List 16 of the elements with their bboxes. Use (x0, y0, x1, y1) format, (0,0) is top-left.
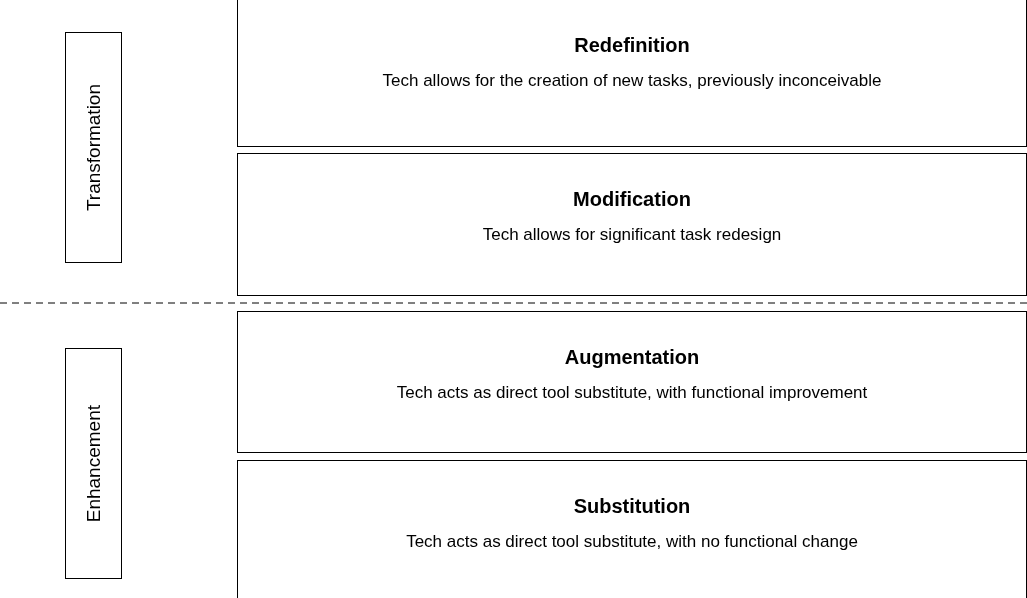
level-title: Modification (573, 188, 691, 211)
level-description: Tech allows for significant task redesign (482, 225, 782, 245)
level-box (237, 153, 1027, 296)
level-box (237, 311, 1027, 453)
category-box (65, 348, 122, 579)
level-description: Tech allows for the creation of new tasks, previously inconceivable (382, 71, 882, 91)
category-label: Enhancement (82, 404, 105, 523)
level-title: Redefinition (574, 34, 690, 57)
level-box (237, 460, 1027, 598)
level-description: Tech acts as direct tool substitute, with no functional change (406, 532, 858, 552)
category-box (65, 32, 122, 263)
level-description: Tech acts as direct tool substitute, with functional improvement (396, 383, 868, 403)
category-label: Transformation (82, 83, 105, 212)
level-title: Augmentation (564, 346, 700, 369)
level-title: Substitution (573, 495, 691, 518)
level-box (237, 0, 1027, 147)
